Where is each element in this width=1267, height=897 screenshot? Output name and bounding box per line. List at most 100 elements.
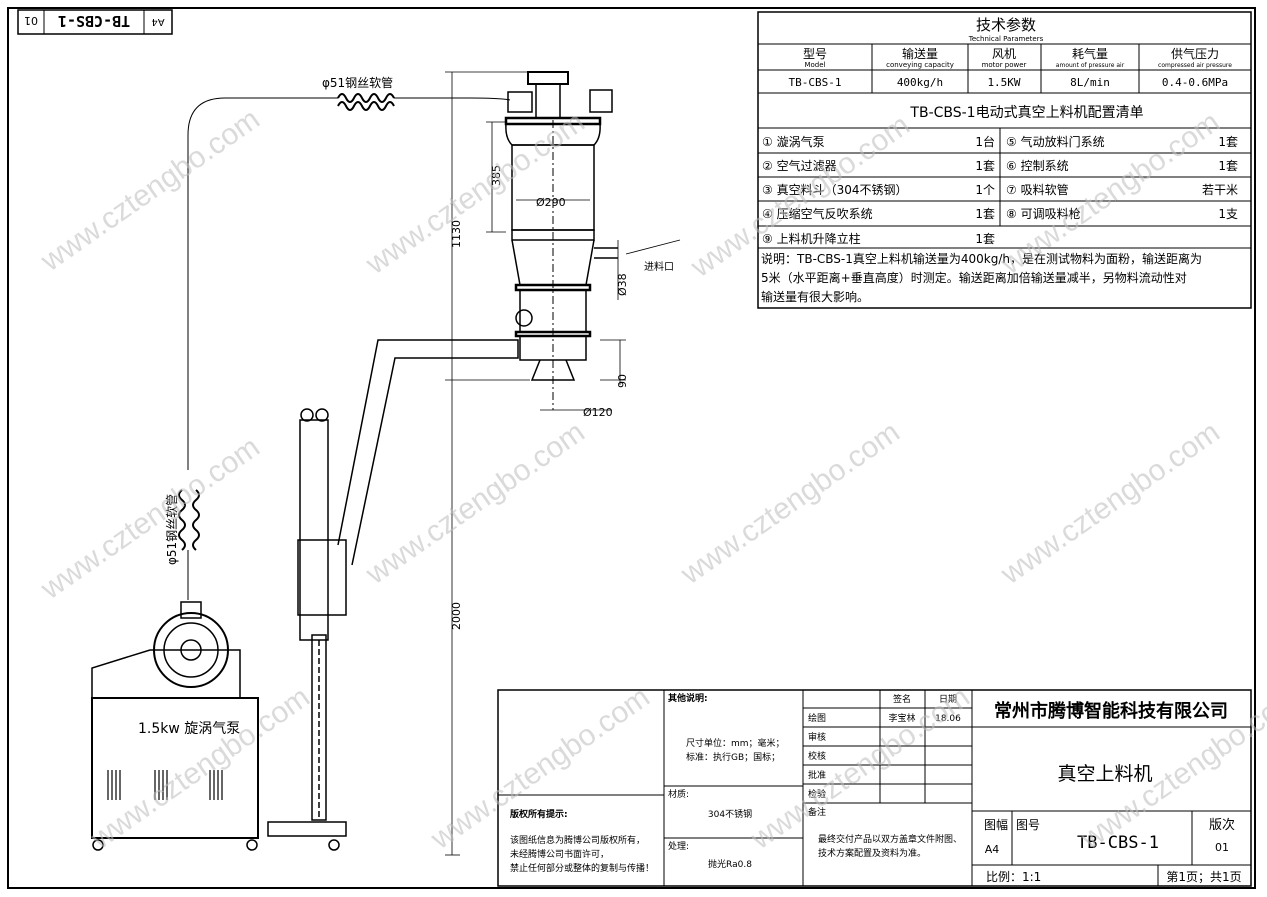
material-label: 材质:	[668, 788, 689, 800]
config-note-1: 说明：TB-CBS-1真空上料机输送量为400kg/h，是在测试物料为面粉，输送…	[761, 251, 1202, 266]
ver-value: 01	[1215, 841, 1229, 854]
size-label: 图幅	[984, 817, 1008, 832]
hose-top-label: φ51钢丝软管	[322, 75, 393, 90]
role-check: 校核	[808, 750, 826, 762]
config-note-3: 输送量有很大影响。	[761, 289, 869, 304]
hose-left-corrugation	[178, 489, 186, 551]
hdr-model-cn: 型号	[803, 47, 827, 61]
treat-label: 处理:	[668, 840, 689, 852]
cfg-qty: 1套	[975, 159, 995, 173]
hdr-press-cn: 供气压力	[1171, 46, 1219, 61]
val-air: 8L/min	[1070, 76, 1110, 89]
hdr-press-en: compressed air pressure	[1158, 62, 1232, 69]
cfg-qty: 1套	[975, 207, 995, 221]
watermarks: www.cztengbo.com www.cztengbo.com www.cz…	[34, 102, 1267, 856]
val-press: 0.4-0.6MPa	[1162, 76, 1228, 89]
unit-note: 尺寸单位：mm；毫米；	[686, 737, 785, 749]
watermark: www.cztengbo.com	[674, 415, 905, 591]
cfg-qty: 1台	[975, 134, 995, 149]
sign-header: 签名	[893, 693, 911, 705]
cfg-qty: 1个	[975, 183, 995, 197]
watermark: www.cztengbo.com	[34, 102, 265, 278]
config-row-4: ④ 压缩空气反吹系统 1套 ⑧ 可调吸料枪 1支	[762, 206, 1238, 221]
cfg-item: ⑧ 可调吸料枪	[1006, 206, 1081, 221]
watermark: www.cztengbo.com	[744, 680, 975, 856]
watermark: www.cztengbo.com	[994, 415, 1225, 591]
cfg-qty: 若干米	[1202, 183, 1238, 197]
hdr-air-cn: 耗气量	[1072, 46, 1108, 61]
watermark: www.cztengbo.com	[84, 680, 315, 856]
config-note-2: 5米（水平距离+垂直高度）时测定。输送距离加倍输送量减半，另物料流动性对	[761, 270, 1187, 285]
role-inspect: 检验	[808, 788, 826, 800]
watermark: www.cztengbo.com	[34, 430, 265, 606]
cfg-item: ③ 真空料斗（304不锈钢）	[762, 183, 907, 197]
dimension-lines	[445, 71, 681, 856]
copyright-3: 禁止任何部分或整体的复制与传播！	[510, 862, 654, 874]
corner-stamp: 01 TB-CBS-1 A4	[17, 9, 173, 35]
copyright-1: 该图纸信息为腾博公司版权所有，	[510, 834, 645, 846]
page-text: 第1页；共1页	[1166, 870, 1241, 884]
size-value: A4	[985, 843, 1000, 856]
hdr-cap-en: conveying capacity	[886, 61, 954, 69]
hdr-cap-cn: 输送量	[902, 46, 938, 61]
cfg-qty: 1套	[1218, 135, 1238, 149]
vacuum-hopper	[504, 71, 618, 410]
material-value: 304不锈钢	[708, 808, 752, 820]
pump-label: 1.5kw 旋涡气泵	[138, 721, 240, 737]
tech-params-table: 技术参数 Technical Parameters 型号 Model 输送量 c…	[757, 11, 1252, 309]
dim-d290: Ø290	[536, 196, 566, 209]
standard-note: 标准：执行GB；国标；	[686, 751, 780, 763]
other-label: 其他说明:	[668, 692, 708, 704]
hose-top-line	[187, 97, 338, 470]
ver-label: 版次	[1209, 817, 1235, 833]
val-cap: 400kg/h	[897, 76, 943, 89]
copyright-2: 未经腾博公司书面许可，	[510, 848, 609, 860]
config-row-5: ⑨ 上料机升降立柱 1套	[762, 231, 995, 246]
company-name: 常州市腾博智能科技有限公司	[994, 700, 1228, 722]
hose-left-label: φ51钢丝软管	[164, 494, 179, 565]
hose-top-corrugation	[337, 93, 395, 103]
hdr-model-en: Model	[804, 61, 825, 69]
dim-385: 385	[490, 165, 503, 186]
hdr-air-en: amount of pressure air	[1056, 62, 1125, 69]
role-draw: 绘图	[808, 712, 826, 724]
copyright-title: 版权所有提示:	[509, 808, 568, 820]
watermark: www.cztengbo.com	[424, 680, 655, 856]
inlet-label: 进料口	[644, 260, 674, 273]
dim-2000: 2000	[450, 602, 463, 630]
cfg-item: ⑤ 气动放料门系统	[1006, 134, 1105, 149]
draw-date: 18.06	[935, 714, 961, 724]
drawer-name: 李宝林	[888, 712, 915, 724]
dim-1130: 1130	[450, 220, 463, 248]
dim-90: 90	[616, 374, 629, 388]
remark-1: 最终交付产品以双方盖章文件附图、	[818, 833, 962, 845]
cfg-item: ⑦ 吸料软管	[1006, 182, 1069, 197]
role-approve: 批准	[808, 769, 826, 781]
stamp-model: TB-CBS-1	[58, 12, 130, 30]
title-block: 其他说明: 尺寸单位：mm；毫米； 标准：执行GB；国标； 签名 日期 绘图 审…	[497, 689, 1252, 887]
no-value: TB-CBS-1	[1077, 833, 1159, 853]
sheet-border	[7, 7, 1256, 889]
tech-title: 技术参数	[976, 16, 1036, 34]
watermark: www.cztengbo.com	[359, 105, 590, 281]
no-label: 图号	[1016, 818, 1040, 832]
cfg-item: ⑨ 上料机升降立柱	[762, 231, 861, 246]
val-model: TB-CBS-1	[789, 76, 842, 89]
tech-subtitle: Technical Parameters	[968, 35, 1044, 43]
cfg-qty: 1套	[1218, 159, 1238, 173]
config-row-3: ③ 真空料斗（304不锈钢） 1个 ⑦ 吸料软管 若干米	[762, 182, 1238, 197]
config-row-2: ② 空气过滤器 1套 ⑥ 控制系统 1套	[762, 158, 1238, 173]
machine-drawing	[91, 71, 681, 856]
dim-d120: Ø120	[583, 406, 613, 419]
hdr-motor-cn: 风机	[992, 47, 1016, 61]
config-row-1: ① 漩涡气泵 1台 ⑤ 气动放料门系统 1套	[762, 134, 1238, 149]
config-title: TB-CBS-1电动式真空上料机配置清单	[909, 105, 1143, 121]
hdr-motor-en: motor power	[982, 61, 1027, 69]
val-motor: 1.5KW	[987, 76, 1020, 89]
cfg-qty: 1套	[975, 232, 995, 246]
stamp-paper: A4	[151, 16, 164, 27]
product-name: 真空上料机	[1057, 763, 1152, 785]
remark-label: 备注	[808, 806, 826, 818]
dim-d38: Ø38	[616, 273, 629, 296]
